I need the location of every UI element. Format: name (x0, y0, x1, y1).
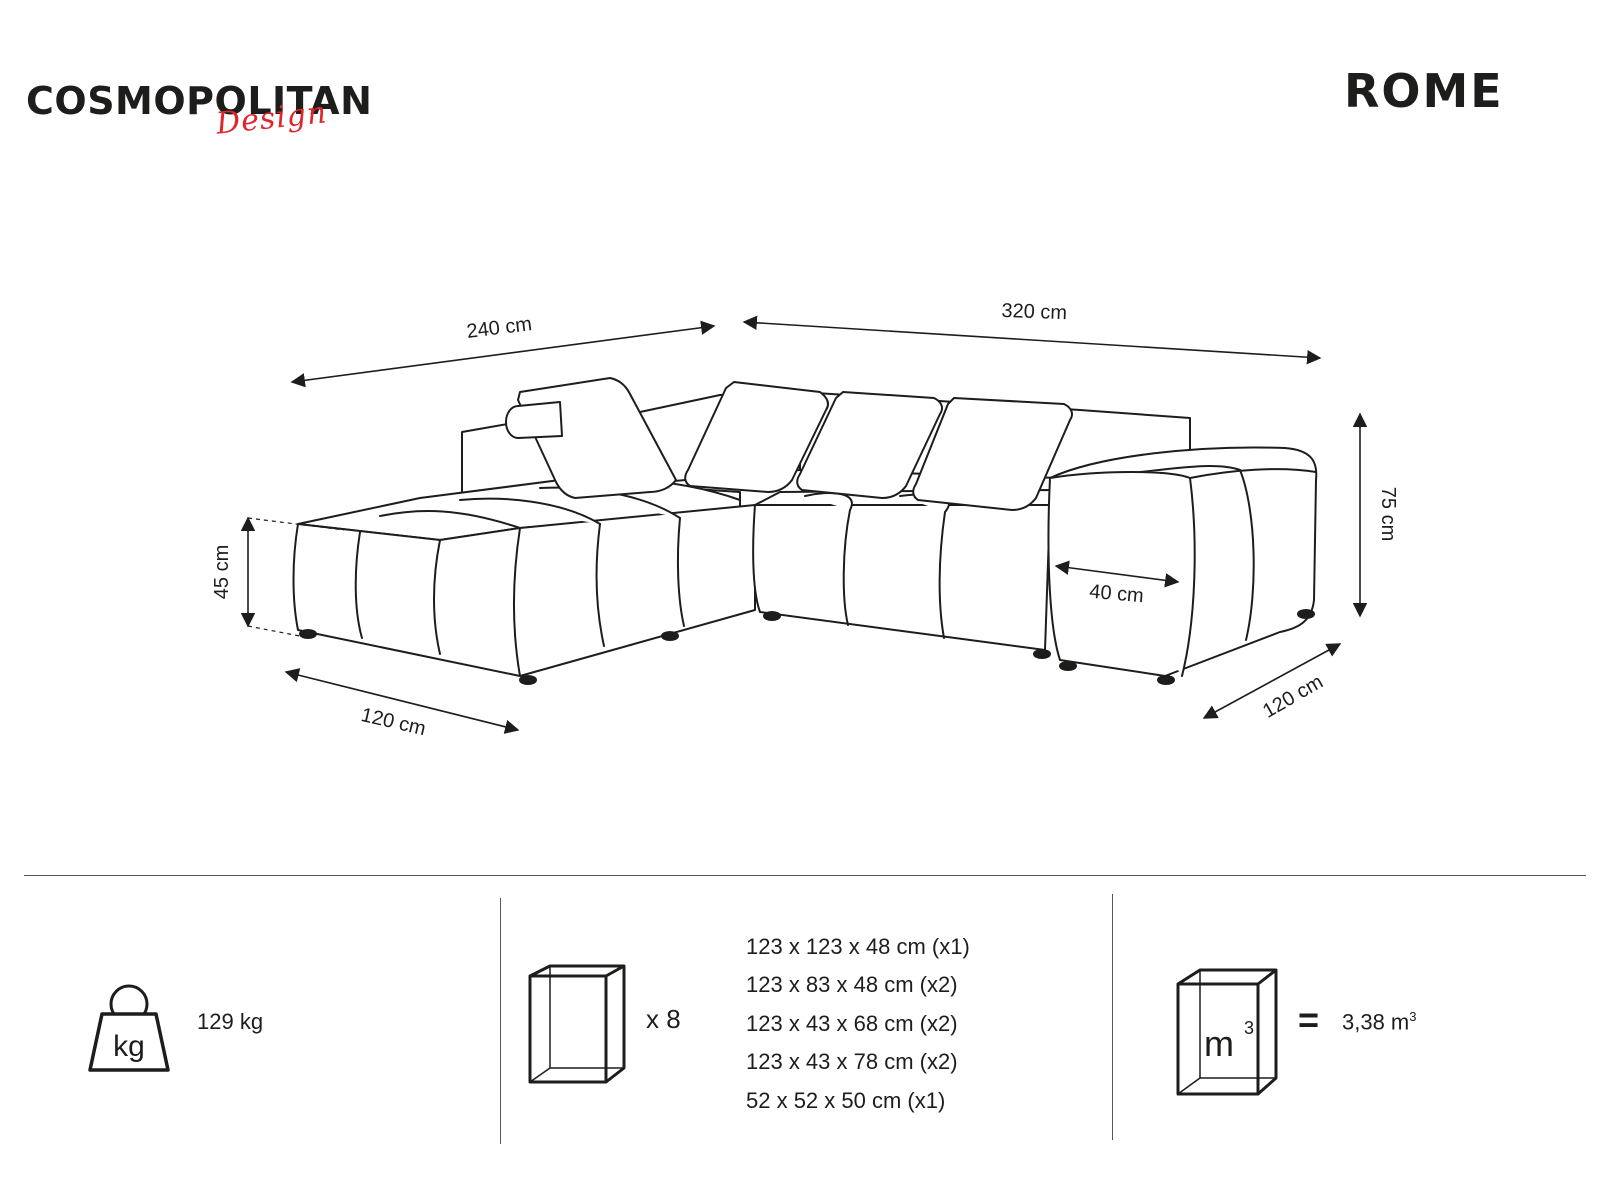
label-seat-height: 45 cm (211, 545, 233, 599)
arrow-depth-right (1202, 643, 1342, 719)
volume-icon-label: m (1204, 1023, 1234, 1064)
label-depth-right: 120 cm (1259, 671, 1327, 723)
volume-value: 3,38 m3 (1342, 1010, 1417, 1033)
arrow-width-right (742, 315, 1322, 365)
brand-logo: COSMOPOLITAN Design (26, 82, 386, 162)
sofa-outline (292, 377, 1318, 685)
seat-height-guides (247, 517, 345, 639)
column-divider-2 (1112, 894, 1113, 1140)
label-width-left: 240 cm (465, 313, 533, 343)
package-dimension-3: 123 x 43 x 68 cm (x2) (746, 1011, 958, 1036)
equals-sign: = (1298, 999, 1320, 1040)
weight-value: 129 kg (197, 1009, 264, 1034)
arrow-width-left (290, 320, 716, 388)
arrow-armrest-width (1054, 560, 1180, 588)
label-width-right: 320 cm (1001, 300, 1067, 324)
package-dimension-1: 123 x 123 x 48 cm (x1) (746, 934, 970, 959)
column-divider-1 (500, 898, 501, 1144)
package-dimension-5: 52 x 52 x 50 cm (x1) (746, 1088, 946, 1113)
volume-value-sup: 3 (1409, 1009, 1417, 1024)
label-depth-left: 120 cm (359, 704, 428, 740)
package-box-icon (528, 964, 626, 1084)
volume-value-text: 3,38 m (1342, 1009, 1410, 1035)
package-dimension-4: 123 x 43 x 78 cm (x2) (746, 1049, 958, 1074)
section-divider (24, 875, 1586, 876)
volume-box-icon: m 3 (1176, 968, 1278, 1096)
product-title: ROME (1344, 64, 1504, 118)
weight-icon: kg (88, 984, 170, 1072)
sofa-dimension-drawing: 240 cm 320 cm 75 cm 45 cm 120 cm 120 cm … (211, 300, 1399, 740)
package-count: x 8 (646, 1004, 681, 1034)
weight-icon-label: kg (113, 1030, 145, 1063)
brand-name: COSMOPOLITAN (26, 79, 373, 123)
arrow-depth-left (284, 668, 520, 734)
volume-icon-sup: 3 (1244, 1018, 1254, 1038)
dimension-arrows (240, 315, 1368, 734)
package-dimension-2: 123 x 83 x 48 cm (x2) (746, 972, 958, 997)
label-height-total: 75 cm (1377, 487, 1399, 541)
label-armrest-width: 40 cm (1088, 581, 1144, 608)
